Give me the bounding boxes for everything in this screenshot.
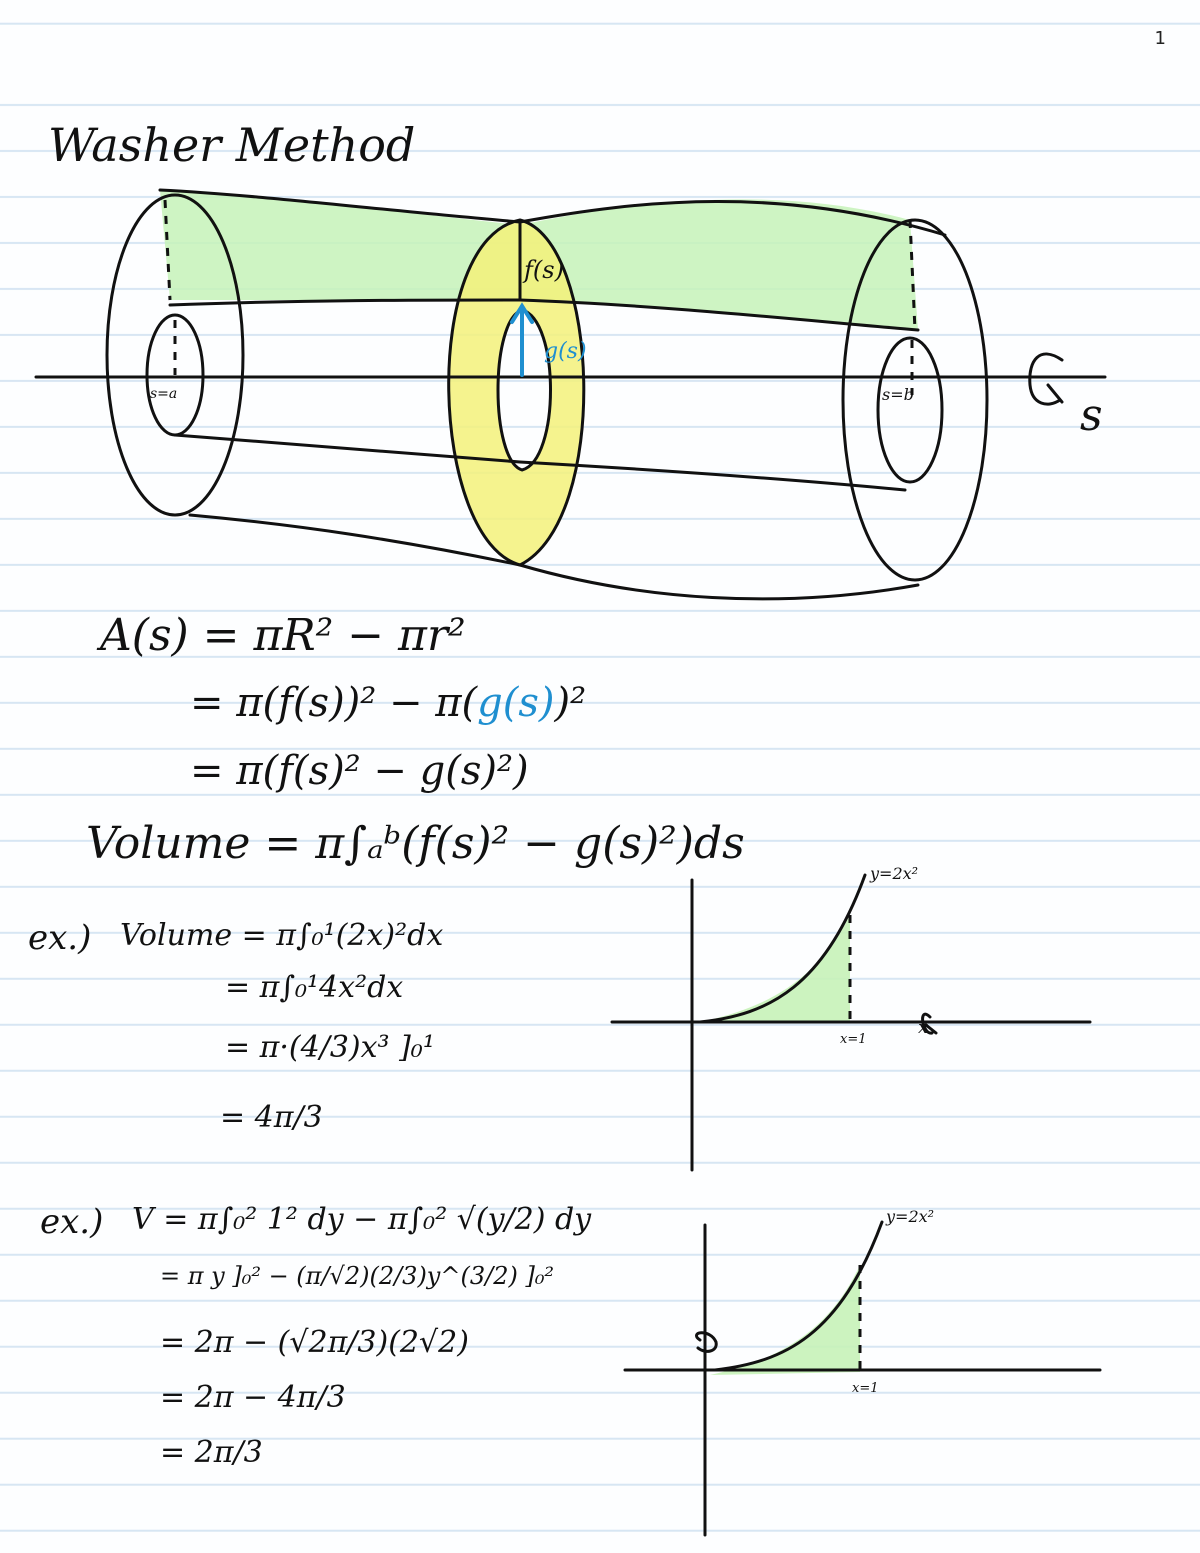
- outer-bottom-edge: [188, 513, 920, 601]
- example1-graph: y=2x² x=1 x: [610, 865, 1092, 1172]
- right-outer-radius-dashed: [908, 219, 917, 331]
- example2-curve: [713, 1220, 884, 1372]
- area-formula: A(s) = πR² − πr²: [100, 610, 466, 661]
- example1-axis-label: x: [918, 1017, 928, 1038]
- cross-section-fill: [448, 220, 584, 565]
- right-washer-inner: [876, 336, 944, 484]
- example2-graph: y=2x² x=1: [623, 1207, 1102, 1537]
- example1-curve-label: y=2x²: [869, 865, 918, 883]
- example2-curve-label: y=2x²: [885, 1207, 934, 1226]
- right-washer-outer: [841, 218, 989, 582]
- volume-formula: Volume = π∫ₐᵇ(f(s)² − g(s)²)ds: [86, 818, 745, 869]
- example2-line-5: = 2π/3: [160, 1435, 263, 1470]
- example2-shaded-region: [710, 1265, 860, 1375]
- page-title: Washer Method: [48, 118, 416, 172]
- example1-rotation-arrow: [921, 1012, 938, 1035]
- example1-shaded-region: [695, 915, 850, 1023]
- example1-line-2: = π∫₀¹4x²dx: [225, 970, 404, 1005]
- example2-line-1: V = π∫₀² 1² dy − π∫₀² √(y/2) dy: [132, 1202, 592, 1237]
- example1-x-label: x=1: [840, 1032, 867, 1047]
- right-end-label: s=b: [882, 385, 914, 404]
- inner-top-edge: [168, 298, 920, 332]
- washer-diagram: f(s) g(s) s=a s=b s: [34, 188, 1107, 601]
- g-label: g(s): [544, 339, 587, 364]
- left-outer-radius-dashed: [163, 199, 172, 301]
- left-end-label: s=a: [150, 386, 177, 402]
- example1-label: ex.): [28, 918, 92, 958]
- rotation-arrow: [1028, 352, 1064, 406]
- axis-label: s: [1080, 390, 1103, 441]
- example2-label: ex.): [40, 1202, 104, 1242]
- example2-line-3: = 2π − (√2π/3)(2√2): [160, 1325, 469, 1360]
- area-line-2-blue: g(s): [477, 680, 555, 726]
- example2-rotation-arrow: [695, 1331, 718, 1353]
- example1-line-1: Volume = π∫₀¹(2x)²dx: [120, 918, 444, 953]
- area-line-2-suffix: )²: [554, 680, 587, 726]
- example2-line-4: = 2π − 4π/3: [160, 1380, 346, 1415]
- page-number: 1: [1154, 28, 1166, 49]
- example2-x-label: x=1: [852, 1381, 879, 1396]
- area-line-2-prefix: = π(f(s))² − π(: [190, 680, 478, 726]
- example1-line-3: = π·(4/3)x³ ]₀¹: [225, 1030, 435, 1065]
- middle-washer-inner: [496, 308, 552, 472]
- example1-line-4: = 4π/3: [220, 1100, 323, 1135]
- example2-line-2: = π y ]₀² − (π/√2)(2/3)y^(3/2) ]₀²: [160, 1262, 555, 1290]
- example1-curve: [698, 873, 867, 1024]
- left-washer-outer: [105, 193, 245, 517]
- inner-bottom-edge: [173, 433, 907, 492]
- outer-top-edge: [158, 188, 947, 237]
- f-label: f(s): [522, 256, 564, 284]
- area-line-2: = π(f(s))² − π(g(s))²: [190, 680, 586, 726]
- area-line-3: = π(f(s)² − g(s)²): [190, 748, 529, 794]
